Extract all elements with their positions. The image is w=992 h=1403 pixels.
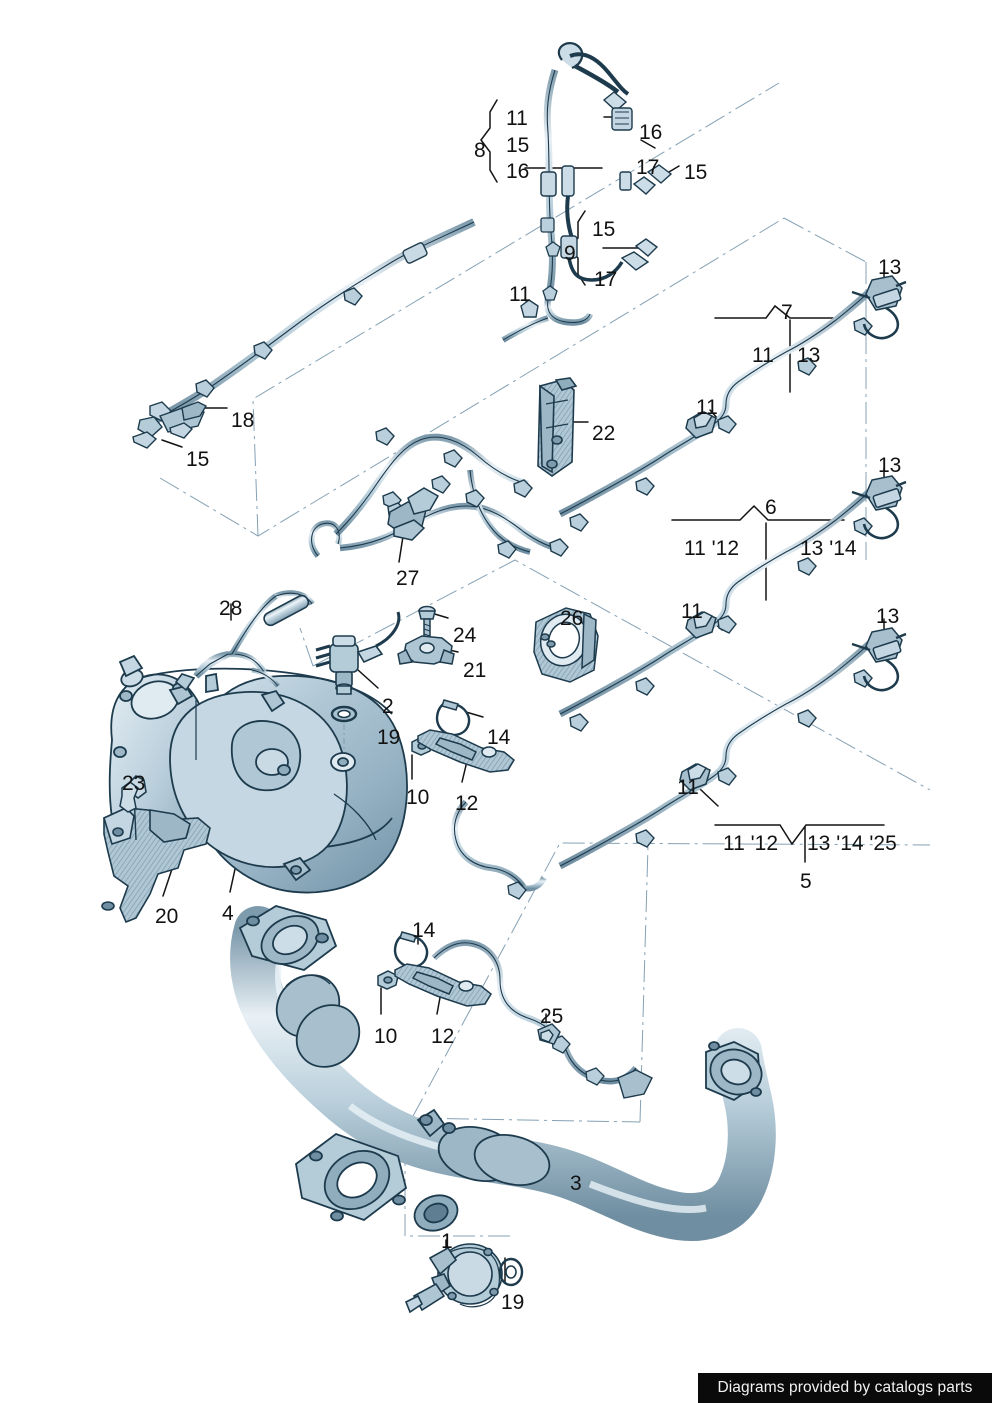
callout-3: 3 [570, 1172, 582, 1195]
callout-11-clip-6: 11 [681, 600, 703, 623]
callout-11-clip-5: 11 [677, 776, 699, 799]
callout-10-upper: 10 [406, 786, 430, 809]
callout-1112-harness5: 11 '12 [723, 832, 779, 855]
cable-tie-14-upper [435, 699, 471, 737]
callout-21: 21 [463, 659, 487, 682]
callout-6: 6 [765, 496, 777, 519]
callout-15-harness9: 15 [592, 218, 616, 241]
wiring-harness-5 [558, 627, 907, 870]
small-hardware-parts [119, 605, 599, 1007]
callout-12-lower: 12 [431, 1025, 455, 1048]
wiring-harness-8 [501, 42, 673, 343]
callout-18: 18 [231, 409, 255, 432]
callout-9: 9 [564, 242, 576, 265]
wiring-harness-lower-branch [431, 799, 653, 1099]
support-bracket-12-upper [417, 729, 515, 773]
support-bracket-12-lower [394, 963, 492, 1007]
exhaust-front-pipe-3 [230, 905, 776, 1241]
callout-1: 1 [441, 1230, 453, 1253]
callout-26: 26 [560, 607, 584, 630]
callout-20: 20 [155, 905, 179, 928]
callout-22: 22 [592, 422, 616, 445]
pressure-hose-28 [174, 590, 315, 692]
callout-13-harness7: 13 [797, 344, 821, 367]
callout-16-connector: 16 [639, 121, 663, 144]
callout-11-harness8: 11 [506, 107, 528, 130]
callout-19-upper: 19 [377, 726, 401, 749]
pressure-sensor-2 [315, 611, 401, 752]
callout-10-lower: 10 [374, 1025, 398, 1048]
callout-12-upper: 12 [455, 792, 479, 815]
callout-27: 27 [396, 567, 420, 590]
heat-shield-bracket-20 [101, 775, 211, 924]
callout-5: 5 [800, 870, 812, 893]
callout-13-harness5: 13 [876, 605, 900, 628]
callout-13-harness6: 13 [878, 454, 902, 477]
clamp-21 [397, 635, 455, 665]
callout-1314-harness6: 13 '14 [800, 537, 857, 560]
mounting-bracket-22 [537, 377, 578, 477]
callout-19-lower: 19 [501, 1291, 525, 1314]
callout-4: 4 [222, 902, 234, 925]
wiring-harness-18 [132, 218, 476, 449]
callout-131425-harness5: 13 '14 '25 [807, 832, 897, 855]
callout-24: 24 [453, 624, 477, 647]
wiring-harness-7 [558, 275, 907, 532]
clip-23 [119, 781, 139, 813]
callout-14-lower: 14 [412, 919, 436, 942]
callout-11-clip-7: 11 [696, 396, 718, 419]
nut-10-lower [377, 970, 399, 990]
callout-13-top-right: 13 [878, 256, 902, 279]
watermark-banner: Diagrams provided by catalogs parts [698, 1373, 992, 1403]
callout-25: 25 [540, 1005, 564, 1028]
wiring-harness-6 [558, 475, 907, 732]
callout-15-right: 15 [684, 161, 708, 184]
callout-17-harness9: 17 [594, 268, 618, 291]
callout-14-upper: 14 [487, 726, 511, 749]
callout-17-upper: 17 [636, 156, 660, 179]
callout-16-harness8: 16 [506, 160, 530, 183]
clamp-ring-26 [533, 607, 599, 683]
callout-11-lower-left: 11 [509, 283, 531, 306]
callout-23: 23 [122, 772, 146, 795]
callout-11-harness7: 11 [752, 344, 774, 367]
callout-15-harness18: 15 [186, 448, 210, 471]
callout-8: 8 [474, 139, 486, 162]
callout-1112-harness6: 11 '12 [684, 537, 740, 560]
callout-28: 28 [219, 597, 243, 620]
callout-2: 2 [382, 695, 394, 718]
callout-7: 7 [781, 301, 793, 324]
wiring-harness-27 [308, 427, 569, 559]
egr-valve-1 [404, 1243, 524, 1314]
callout-15-harness8: 15 [506, 134, 530, 157]
